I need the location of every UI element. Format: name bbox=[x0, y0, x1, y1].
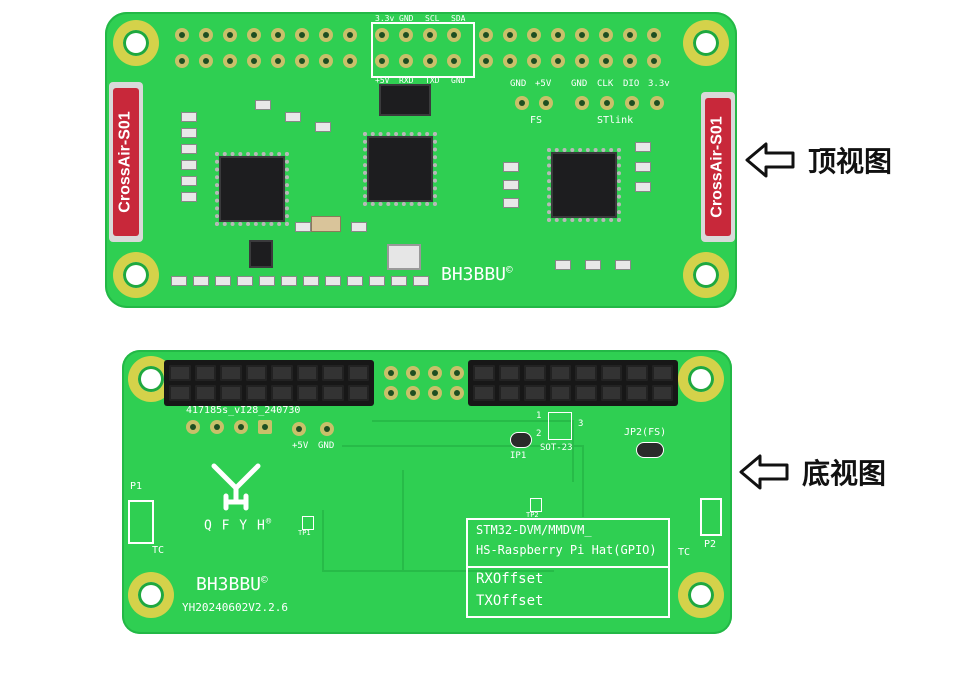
ip1-jumper bbox=[510, 432, 532, 448]
mcu-chip bbox=[363, 132, 437, 206]
stlink-label-3v3: 3.3v bbox=[648, 79, 670, 89]
bottom-view-label: 底视图 bbox=[802, 457, 887, 490]
gpio-label-rxd: RXD bbox=[399, 76, 414, 85]
left-ipex-connector: CrossAir-S01 bbox=[109, 82, 143, 242]
bottom-view-caption: 底视图 bbox=[738, 452, 886, 492]
board-title-line2: HS-Raspberry Pi Hat(GPIO) bbox=[476, 543, 657, 557]
pin3-label: 3 bbox=[578, 419, 584, 429]
fs-pad bbox=[539, 96, 553, 110]
board-title-line1: STM32-DVM/MMDVM_ bbox=[476, 523, 592, 537]
mounting-hole bbox=[678, 572, 724, 618]
mounting-hole bbox=[113, 20, 159, 66]
led-row bbox=[171, 272, 431, 302]
rf-chip bbox=[547, 148, 621, 222]
tx-offset-label: TXOffset bbox=[476, 593, 544, 609]
crystal-oscillator bbox=[387, 244, 421, 270]
fs-pad bbox=[515, 96, 529, 110]
pin2-label: 2 bbox=[536, 429, 542, 439]
gpio-label-gnd: GND bbox=[399, 14, 414, 23]
fs-label-5v: +5V bbox=[535, 79, 552, 89]
gpio-label-5v: +5V bbox=[375, 76, 390, 85]
power-pad bbox=[292, 422, 306, 436]
gpio-label-sda: SDA bbox=[451, 14, 466, 23]
transistor bbox=[249, 240, 273, 268]
sot23-label: SOT-23 bbox=[540, 443, 573, 453]
top-view-caption: 顶视图 bbox=[744, 140, 892, 180]
top-view-label: 顶视图 bbox=[808, 145, 893, 178]
top-view-board: 3.3v GND SCL SDA +5V RXD TXD GND GND +5V… bbox=[105, 12, 737, 308]
left-arrow-icon bbox=[745, 142, 795, 178]
stlink-label-clk: CLK bbox=[597, 79, 614, 89]
gpio-pad-row-bottom bbox=[175, 54, 665, 70]
gpio-label-txd: TXD bbox=[425, 76, 440, 85]
tc-right-label: TC bbox=[678, 547, 691, 558]
logo-letters: Q F Y H® bbox=[204, 517, 273, 534]
mounting-hole bbox=[683, 20, 729, 66]
power-pad bbox=[320, 422, 334, 436]
left-arrow-icon bbox=[739, 454, 789, 490]
rx-offset-label: RXOffset bbox=[476, 571, 544, 587]
fs-name: FS bbox=[530, 115, 543, 126]
fs-label-gnd: GND bbox=[510, 79, 527, 89]
footprint-label: 417185s_vI28_240730 bbox=[186, 405, 301, 416]
stlink-pad bbox=[625, 96, 639, 110]
stlink-pad bbox=[600, 96, 614, 110]
tp1-pad bbox=[302, 516, 314, 530]
right-ipex-connector: CrossAir-S01 bbox=[701, 92, 735, 242]
mounting-hole bbox=[678, 356, 724, 402]
gpio-label-box bbox=[371, 22, 475, 78]
gpio-label-3v3: 3.3v bbox=[375, 14, 395, 23]
qfyh-logo-icon bbox=[211, 463, 261, 511]
pin1-label: 1 bbox=[536, 411, 542, 421]
power-label-5v: +5V bbox=[292, 441, 309, 451]
p1-connector-pads bbox=[128, 500, 154, 544]
p1-label: P1 bbox=[130, 481, 143, 492]
gpio-header-left bbox=[164, 360, 374, 406]
gpio-pad-row-top bbox=[175, 28, 665, 44]
tc-left-label: TC bbox=[152, 545, 165, 556]
voltage-regulator bbox=[379, 84, 431, 116]
tp2-pad bbox=[530, 498, 542, 512]
power-label-gnd: GND bbox=[318, 441, 335, 451]
stlink-name: STlink bbox=[597, 115, 634, 126]
sot23-footprint bbox=[548, 412, 572, 440]
gpio-through-holes bbox=[380, 362, 468, 404]
top-callsign: BH3BBU© bbox=[441, 263, 513, 285]
stlink-label-gnd: GND bbox=[571, 79, 588, 89]
mounting-hole bbox=[128, 572, 174, 618]
inductor bbox=[311, 216, 341, 232]
jp2-jumper bbox=[636, 442, 664, 458]
ip1-label: IP1 bbox=[510, 451, 527, 461]
p2-label: P2 bbox=[704, 539, 717, 550]
stlink-label-dio: DIO bbox=[623, 79, 640, 89]
tp2-label: TP2 bbox=[526, 511, 539, 519]
p2-connector-pads bbox=[700, 498, 722, 536]
bottom-view-board: 417185s_vI28_240730 +5V GND Q F Y H® P1 … bbox=[122, 350, 732, 634]
stlink-pad bbox=[575, 96, 589, 110]
board-title-box bbox=[466, 518, 670, 618]
gpio-label-gnd2: GND bbox=[451, 76, 466, 85]
ic-chip-left bbox=[215, 152, 289, 226]
version-label: YH20240602V2.2.6 bbox=[182, 601, 288, 614]
jp2-label: JP2(FS) bbox=[624, 427, 667, 438]
gpio-header-right bbox=[468, 360, 678, 406]
stlink-pad bbox=[650, 96, 664, 110]
bottom-callsign: BH3BBU© bbox=[196, 573, 268, 595]
gpio-label-scl: SCL bbox=[425, 14, 440, 23]
mounting-hole bbox=[113, 252, 159, 298]
power-pads bbox=[186, 420, 276, 436]
mounting-hole bbox=[683, 252, 729, 298]
tp1-label: TP1 bbox=[298, 529, 311, 537]
